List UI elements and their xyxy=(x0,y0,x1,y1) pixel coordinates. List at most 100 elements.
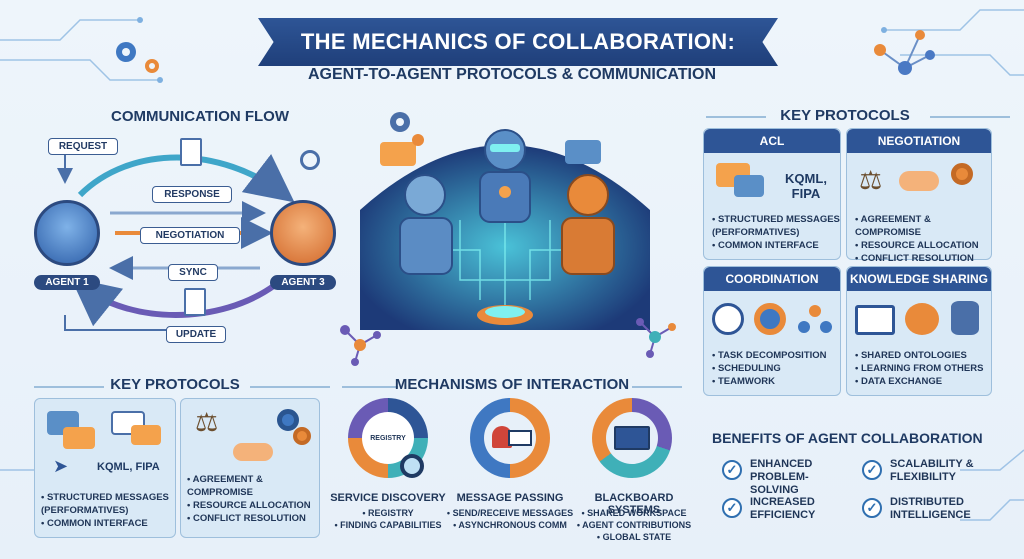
blackboard-icon xyxy=(592,398,672,478)
list-item: CONFLICT RESOLUTION xyxy=(855,252,991,265)
network-nodes-icon xyxy=(340,325,381,366)
negotiation-bullets: AGREEMENT & COMPROMISE RESOURCE ALLOCATI… xyxy=(855,213,991,265)
list-item: REGISTRY xyxy=(330,507,446,519)
mailbox-icon xyxy=(470,398,550,478)
checkmark-icon: ✓ xyxy=(722,460,742,480)
list-item: STRUCTURED MESSAGES (PERFORMATIVES) xyxy=(712,213,840,239)
speech-bubbles-icon xyxy=(734,175,764,197)
handshake-icon xyxy=(233,443,273,461)
section-heading-key-protocols-left: KEY PROTOCOLS xyxy=(110,376,240,393)
protocol-card-negotiation-left: ⚖ AGREEMENT & COMPROMISE RESOURCE ALLOCA… xyxy=(180,398,320,538)
section-heading-communication-flow: COMMUNICATION FLOW xyxy=(110,108,290,125)
list-item: COMMON INTERFACE xyxy=(712,239,840,252)
mechanism-label-message-passing: MESSAGE PASSING xyxy=(456,492,564,504)
list-item: RESOURCE ALLOCATION xyxy=(187,499,319,512)
coordination-bullets: TASK DECOMPOSITION SCHEDULING TEAMWORK xyxy=(712,349,840,388)
list-item: GLOBAL STATE xyxy=(574,531,694,543)
acl-standards-left: KQML, FIPA xyxy=(97,461,160,473)
document-icon xyxy=(184,288,206,316)
blackboard-bullets: SHARED WORKSPACE AGENT CONTRIBUTIONS GLO… xyxy=(574,507,694,543)
book-icon xyxy=(855,305,895,335)
gear-icon xyxy=(116,42,159,73)
scales-icon: ⚖ xyxy=(195,407,219,437)
divider xyxy=(706,116,766,118)
database-icon xyxy=(951,301,979,335)
speech-bubbles-icon xyxy=(131,425,161,445)
section-heading-key-protocols-right: KEY PROTOCOLS xyxy=(780,107,910,124)
message-update: UPDATE xyxy=(166,326,226,343)
divider xyxy=(342,386,398,388)
protocol-card-acl: ACL KQML, FIPA STRUCTURED MESSAGES (PERF… xyxy=(703,128,841,260)
checkmark-icon: ✓ xyxy=(862,460,882,480)
agent-3-label: AGENT 3 xyxy=(270,275,336,290)
network-nodes-icon xyxy=(636,318,676,358)
list-item: COMMON INTERFACE xyxy=(41,517,175,530)
card-title: KNOWLEDGE SHARING xyxy=(847,267,991,291)
list-item: CONFLICT RESOLUTION xyxy=(187,512,319,525)
magnifier-icon xyxy=(400,454,424,478)
gear-icon xyxy=(277,409,299,431)
message-sync: SYNC xyxy=(168,264,218,281)
negotiation-bullets-left: AGREEMENT & COMPROMISE RESOURCE ALLOCATI… xyxy=(187,473,319,525)
document-icon xyxy=(180,138,202,166)
list-item: AGENT CONTRIBUTIONS xyxy=(574,519,694,531)
benefit-item: INCREASED EFFICIENCY xyxy=(750,496,816,521)
acl-bullets-left: STRUCTURED MESSAGES (PERFORMATIVES) COMM… xyxy=(41,491,175,530)
list-item: AGREEMENT & COMPROMISE xyxy=(187,473,319,499)
benefit-item: DISTRIBUTED INTELLIGENCE xyxy=(890,496,971,521)
scales-icon: ⚖ xyxy=(859,165,883,195)
list-item: SHARED ONTOLOGIES xyxy=(855,349,991,362)
agent-3-avatar xyxy=(270,200,336,266)
wifi-antenna-icon xyxy=(300,150,320,170)
service-discovery-bullets: REGISTRY FINDING CAPABILITIES xyxy=(330,507,446,531)
page-title: THE MECHANICS OF COLLABORATION: xyxy=(300,29,736,54)
gear-icon xyxy=(293,427,311,445)
benefit-item: SCALABILITY & FLEXIBILITY xyxy=(890,458,974,483)
clock-icon xyxy=(712,303,744,335)
list-item: ASYNCHRONOUS COMM xyxy=(446,519,574,531)
list-item: LEARNING FROM OTHERS xyxy=(855,362,991,375)
list-item: STRUCTURED MESSAGES (PERFORMATIVES) xyxy=(41,491,175,517)
divider xyxy=(250,386,330,388)
benefit-item: ENHANCED PROBLEM-SOLVING xyxy=(750,458,813,496)
acl-standards: KQML, FIPA xyxy=(785,171,827,201)
list-item: FINDING CAPABILITIES xyxy=(330,519,446,531)
divider xyxy=(930,116,1010,118)
list-item: SCHEDULING xyxy=(712,362,840,375)
section-heading-benefits: BENEFITS OF AGENT COLLABORATION xyxy=(712,430,983,446)
card-title: COORDINATION xyxy=(704,267,840,291)
checkmark-icon: ✓ xyxy=(722,498,742,518)
gear-icon xyxy=(754,303,786,335)
mechanism-label-service-discovery: SERVICE DISCOVERY xyxy=(330,492,446,504)
handshake-icon xyxy=(899,171,939,191)
knowledge-bullets: SHARED ONTOLOGIES LEARNING FROM OTHERS D… xyxy=(855,349,991,388)
page-subtitle: AGENT-TO-AGENT PROTOCOLS & COMMUNICATION xyxy=(308,66,716,83)
robots-illustration xyxy=(360,112,650,330)
divider xyxy=(34,386,104,388)
gear-icon xyxy=(951,163,973,185)
agent-1-label: AGENT 1 xyxy=(34,275,100,290)
message-negotiation: NEGOTIATION xyxy=(140,227,240,244)
card-title: ACL xyxy=(704,129,840,153)
protocol-card-coordination: COORDINATION TASK DECOMPOSITION SCHEDULI… xyxy=(703,266,841,396)
list-item: TEAMWORK xyxy=(712,375,840,388)
protocol-card-acl-left: ➤ KQML, FIPA STRUCTURED MESSAGES (PERFOR… xyxy=(34,398,176,538)
protocol-card-knowledge-sharing: KNOWLEDGE SHARING SHARED ONTOLOGIES LEAR… xyxy=(846,266,992,396)
list-item: SHARED WORKSPACE xyxy=(574,507,694,519)
team-icon xyxy=(798,305,832,335)
message-request: REQUEST xyxy=(48,138,118,155)
message-response: RESPONSE xyxy=(152,186,232,203)
divider xyxy=(632,386,682,388)
acl-bullets: STRUCTURED MESSAGES (PERFORMATIVES) COMM… xyxy=(712,213,840,252)
list-item: AGREEMENT & COMPROMISE xyxy=(855,213,991,239)
list-item: SEND/RECEIVE MESSAGES xyxy=(446,507,574,519)
brain-icon xyxy=(905,303,939,335)
checkmark-icon: ✓ xyxy=(862,498,882,518)
cursor-icon: ➤ xyxy=(53,456,69,476)
message-passing-bullets: SEND/RECEIVE MESSAGES ASYNCHRONOUS COMM xyxy=(446,507,574,531)
list-item: RESOURCE ALLOCATION xyxy=(855,239,991,252)
speech-bubbles-icon xyxy=(63,427,95,449)
list-item: DATA EXCHANGE xyxy=(855,375,991,388)
title-banner: THE MECHANICS OF COLLABORATION: xyxy=(258,18,778,66)
card-title: NEGOTIATION xyxy=(847,129,991,153)
